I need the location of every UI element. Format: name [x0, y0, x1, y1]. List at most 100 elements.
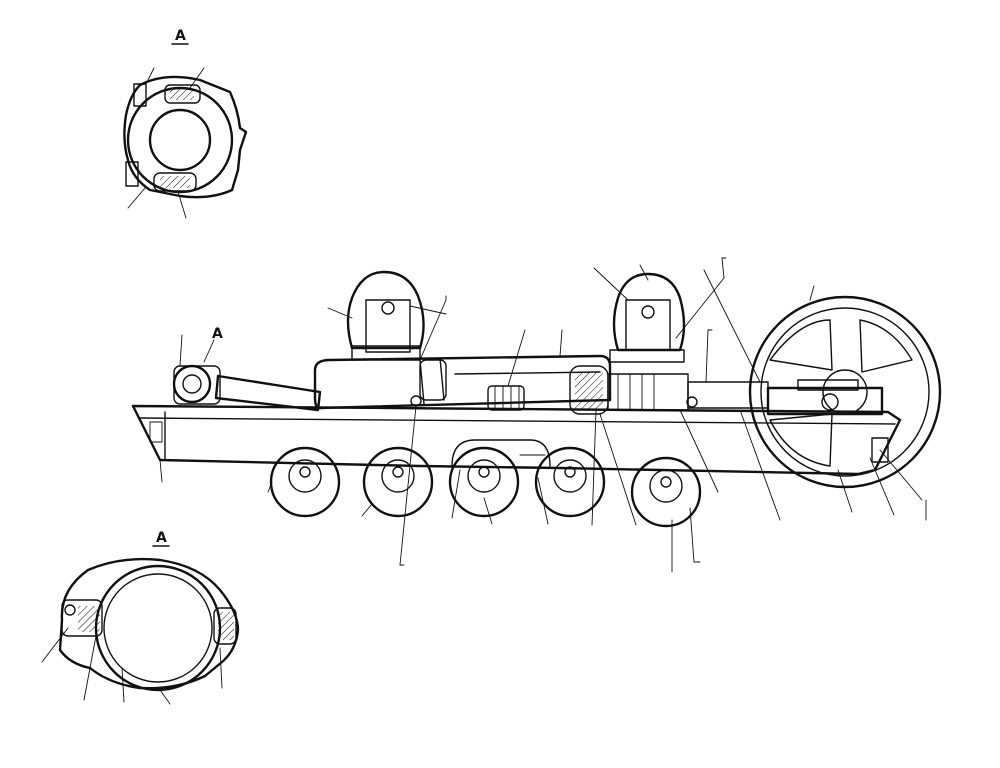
leader — [705, 329, 709, 383]
leader — [145, 67, 155, 85]
detail-a-top-housing — [123, 75, 248, 199]
track-roller-3 — [448, 446, 520, 525]
leader — [189, 67, 205, 89]
detail-a-top-bore — [148, 108, 212, 172]
leader — [219, 647, 223, 689]
leader — [179, 334, 183, 367]
idler-spoke-window — [859, 319, 913, 373]
roller-1-wheel — [269, 446, 341, 518]
carrier-roller-1-wheel — [346, 270, 425, 350]
roller-5-center — [660, 476, 672, 488]
leader — [837, 469, 853, 513]
detail-a-bottom-housing — [58, 557, 240, 690]
leader — [409, 305, 447, 315]
leader — [675, 277, 725, 339]
leader — [419, 299, 447, 361]
detail-a-bottom-bolt-left — [61, 599, 103, 637]
detail-a-bottom-ring-inner — [103, 573, 213, 683]
detail-a-top-clip-upper — [133, 83, 147, 107]
roller-2-wheel — [362, 446, 434, 518]
carrier-roller-2-hub — [641, 305, 655, 319]
beam-end-bracket — [149, 421, 163, 443]
leader — [809, 285, 815, 301]
carrier-roller-2-base — [609, 349, 685, 363]
leader — [679, 409, 719, 493]
detail-a-bottom-bolt-right — [213, 607, 237, 645]
carrier-roller-1 — [327, 270, 447, 361]
roller-3-wheel — [448, 446, 520, 518]
leader — [689, 507, 695, 563]
leader — [177, 191, 187, 219]
roller-4-wheel — [534, 446, 606, 518]
yoke-pin — [686, 396, 698, 408]
front-idler — [703, 269, 942, 521]
roller-3-hub — [467, 459, 501, 493]
leader — [159, 459, 163, 483]
bolt-hatch — [170, 88, 194, 100]
leader — [451, 469, 461, 519]
track-roller-5 — [630, 456, 702, 573]
roller-4-hub — [553, 459, 587, 493]
idler-spoke-window — [769, 319, 833, 371]
roller-5-hub — [649, 469, 683, 503]
idler-rim-outer — [748, 295, 942, 489]
leader — [537, 477, 549, 525]
carrier-roller-1-base — [351, 345, 421, 361]
leader — [267, 481, 273, 493]
leader — [869, 457, 895, 516]
carrier-roller-1-hub — [381, 301, 395, 315]
idler-spoke-window — [769, 413, 833, 467]
carrier-roller-2-bracket — [625, 299, 671, 351]
cylinder-collar — [419, 359, 447, 401]
bolt-hatch — [78, 606, 100, 632]
carrier-roller-2 — [593, 257, 727, 363]
leader — [559, 329, 563, 357]
leader — [127, 187, 146, 209]
carrier-roller-1-bracket — [365, 299, 411, 353]
detail-a-bottom-ring — [94, 564, 222, 692]
leader — [361, 503, 373, 517]
roller-5-wheel — [630, 456, 702, 528]
yoke-rod — [687, 381, 769, 409]
track-roller-2 — [361, 446, 434, 518]
leader — [41, 627, 69, 663]
cylinder-seam — [439, 357, 445, 401]
carrier-roller-2-wheel — [612, 272, 686, 352]
main-assembly: A — [131, 257, 942, 573]
detail-a-bottom: A — [41, 530, 240, 705]
leader — [121, 667, 125, 703]
track-rollers — [267, 446, 702, 573]
detail-a-top-label: A — [175, 28, 186, 44]
pivot-pin — [182, 374, 202, 394]
detail-a-bottom-pin — [64, 604, 76, 616]
roller-2-hub — [381, 459, 415, 493]
idler-hub — [822, 369, 868, 415]
leader — [703, 269, 761, 383]
frame-recess — [451, 439, 551, 467]
idler-guide — [871, 437, 889, 463]
idler-axle — [821, 393, 839, 411]
leader — [83, 635, 97, 701]
leader — [599, 413, 637, 526]
detail-a-top: A — [123, 28, 248, 219]
track-roller-4 — [534, 446, 606, 525]
leader — [739, 409, 781, 521]
equalizer-pivot — [172, 334, 322, 412]
spring-housing — [607, 373, 689, 411]
beam-top-line — [139, 417, 896, 425]
track-frame-beam — [131, 404, 902, 476]
detail-a-top-clip-lower — [125, 161, 139, 187]
detail-a-bottom-label: A — [156, 530, 167, 546]
leader — [203, 339, 215, 363]
leader — [593, 267, 629, 301]
spring-guide — [487, 385, 525, 411]
roller-1-center — [299, 466, 311, 478]
idler-rim-inner — [760, 307, 930, 477]
leader — [483, 497, 493, 525]
roller-4-center — [564, 466, 576, 478]
pivot-boss — [172, 364, 212, 404]
bolt-hatch — [218, 612, 234, 640]
detail-a-top-bolt-upper — [164, 84, 201, 104]
ratchet-hatch — [575, 372, 603, 410]
